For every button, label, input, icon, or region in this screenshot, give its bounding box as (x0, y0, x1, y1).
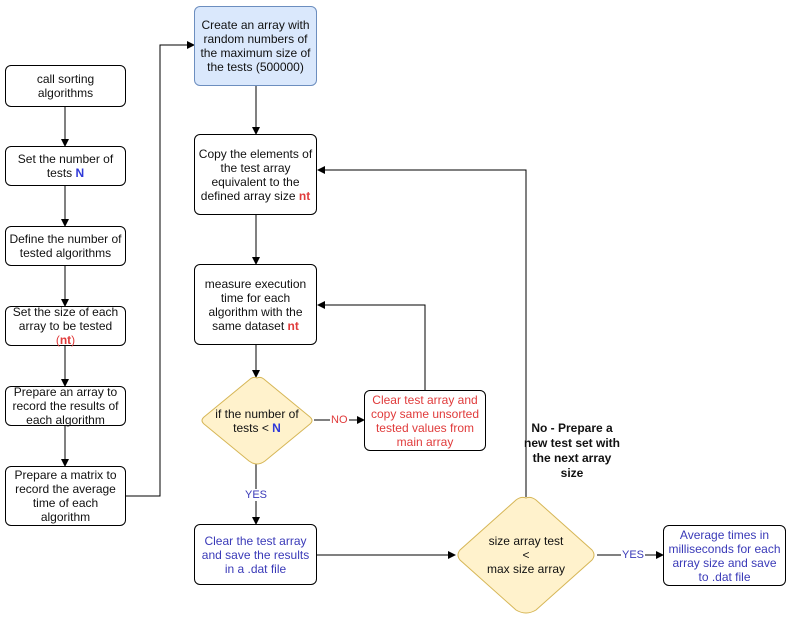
set-number-of-tests-node: Set the number of tests N (5, 146, 126, 186)
set-array-size-close-paren: ) (71, 333, 76, 347)
create-random-array-label: Create an array with random numbers of t… (200, 18, 311, 74)
set-array-size-label: Set the size of each array to be tested (12, 305, 119, 333)
create-random-array-node: Create an array with random numbers of t… (194, 6, 317, 86)
prepare-results-array-node: Prepare an array to record the results o… (5, 385, 126, 427)
prepare-matrix-node: Prepare a matrix to record the average t… (5, 466, 126, 526)
edge-label-yes-down: YES (244, 489, 269, 501)
array-size-variable-nt: nt (59, 333, 72, 347)
if-number-of-tests-label: if the number of tests < (215, 406, 299, 435)
size-array-test-line3: max size array (486, 562, 566, 576)
edge-label-yes-right: YES (621, 549, 646, 561)
if-number-of-tests-decision: if the number of tests < N (200, 376, 314, 465)
define-number-of-algorithms-node: Define the number of tested algorithms (5, 226, 126, 266)
edge-clear-copy-to-measure (317, 301, 426, 390)
if-number-of-tests-text: if the number of tests < N (209, 407, 305, 435)
prepare-results-array-label: Prepare an array to record the results o… (12, 385, 119, 427)
set-array-size-text: Set the size of each array to be tested … (9, 305, 122, 347)
copy-elements-node: Copy the elements of the test array equi… (194, 134, 317, 215)
average-times-label: Average times in milliseconds for each a… (668, 527, 781, 584)
set-array-size-open-paren: ( (55, 333, 60, 347)
average-times-node: Average times in milliseconds for each a… (663, 525, 786, 586)
size-array-test-line2: < (522, 548, 530, 562)
copy-size-variable-nt: nt (298, 188, 311, 203)
clear-and-save-node: Clear the test array and save the result… (194, 524, 317, 585)
clear-and-copy-label: Clear test array and copy same unsorted … (370, 392, 480, 449)
measure-execution-time-text: measure execution time for each algorith… (198, 277, 313, 333)
size-array-test-diamond-shape (457, 496, 595, 614)
if-tests-variable-n: N (272, 420, 281, 435)
set-number-of-tests-text: Set the number of tests N (9, 152, 122, 180)
size-array-test-text: size array test < max size array (487, 534, 565, 576)
set-number-of-tests-label: Set the number of tests (17, 152, 114, 180)
call-sorting-algorithms-label: call sorting algorithms (36, 72, 95, 100)
edge-matrix-to-create (126, 41, 195, 497)
edge-label-no: NO (330, 414, 349, 426)
copy-elements-text: Copy the elements of the test array equi… (198, 147, 313, 203)
edge-size-test-no-to-copy (317, 166, 527, 497)
measure-execution-time-label: measure execution time for each algorith… (204, 276, 307, 333)
prepare-new-test-set-note: No - Prepare a new test set with the nex… (523, 421, 621, 480)
copy-elements-label: Copy the elements of the test array equi… (198, 146, 313, 203)
define-number-of-algorithms-label: Define the number of tested algorithms (9, 232, 122, 260)
if-number-of-tests-diamond-shape (201, 376, 313, 465)
call-sorting-algorithms-node: call sorting algorithms (5, 65, 126, 107)
set-array-size-node: Set the size of each array to be tested … (5, 305, 126, 347)
clear-and-copy-node: Clear test array and copy same unsorted … (364, 390, 486, 451)
size-array-test-line1: size array test (488, 534, 564, 548)
measure-size-variable-nt: nt (287, 318, 299, 333)
tests-variable-n: N (75, 166, 85, 180)
prepare-matrix-label: Prepare a matrix to record the average t… (14, 468, 117, 524)
clear-and-save-label: Clear the test array and save the result… (201, 533, 310, 576)
measure-execution-time-node: measure execution time for each algorith… (194, 264, 317, 345)
size-array-test-decision: size array test < max size array (455, 496, 597, 614)
